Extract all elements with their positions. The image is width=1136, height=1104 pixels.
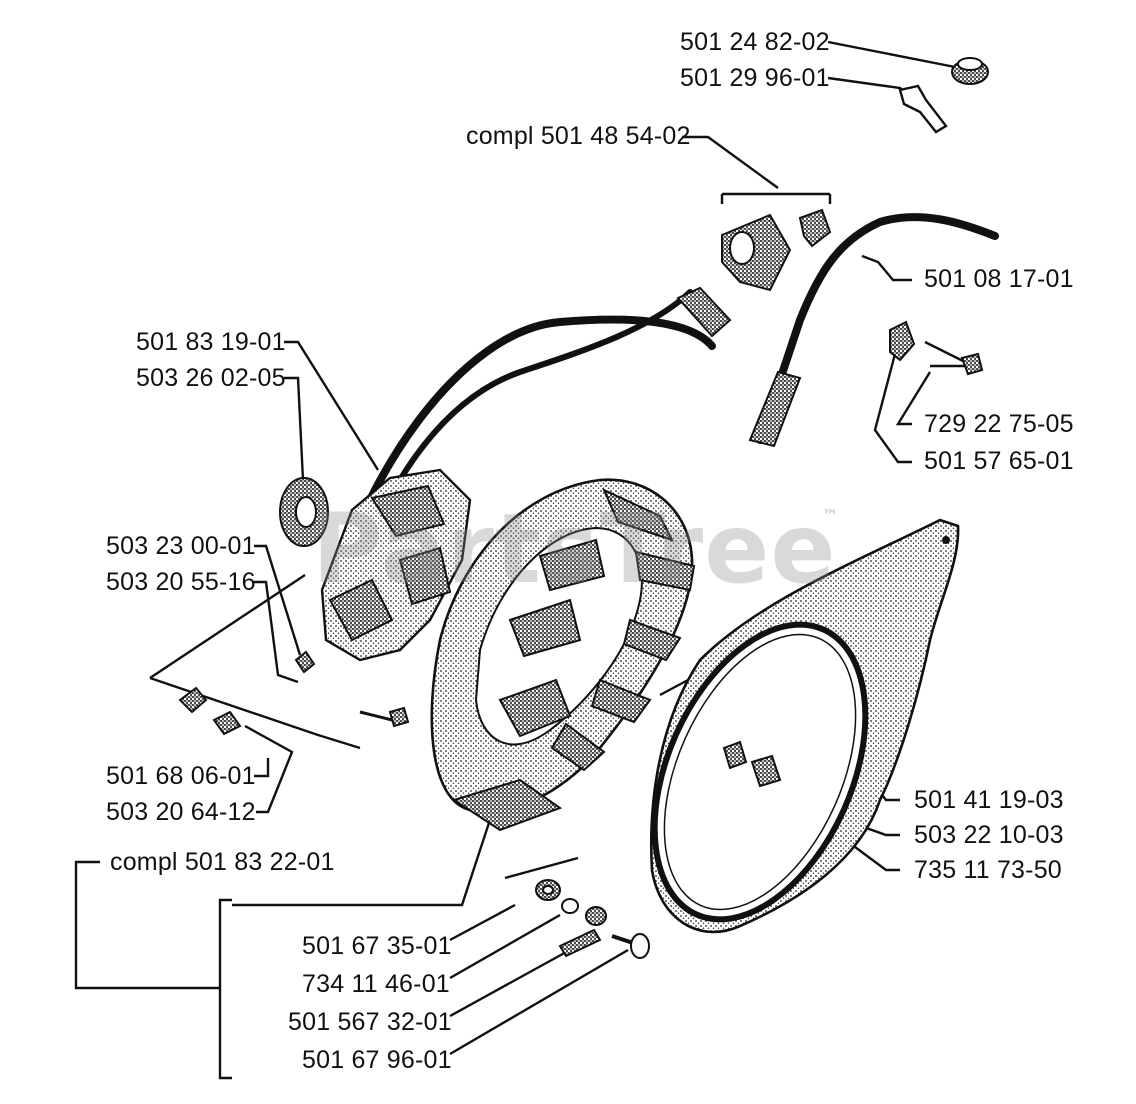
part-label: compl 501 83 22-01 (110, 848, 335, 876)
starter-cover-part (649, 518, 960, 934)
part-label: compl 501 48 54-02 (466, 122, 691, 150)
clamp-screw-part (889, 320, 984, 376)
part-label: 503 22 10-03 (914, 821, 1064, 849)
spark-plug-boot (748, 370, 802, 448)
part-label: 501 08 17-01 (924, 265, 1074, 293)
part-label: 501 67 35-01 (302, 932, 452, 960)
wire-terminal (676, 286, 732, 338)
watermark-trademark: ™ (822, 506, 838, 525)
part-label: 503 23 00-01 (106, 532, 256, 560)
part-label: 501 29 96-01 (680, 64, 830, 92)
watermark-logo: PartsTree (312, 493, 837, 605)
part-label: 501 68 06-01 (106, 762, 256, 790)
cable-clip-part (898, 84, 948, 134)
part-label: 734 11 46-01 (302, 970, 450, 998)
part-label: 501 567 32-01 (288, 1008, 452, 1036)
part-label: 501 67 96-01 (302, 1046, 452, 1074)
part-label: 501 24 82-02 (680, 28, 830, 56)
flywheel-part (430, 478, 696, 832)
washer-part (279, 477, 329, 547)
part-label: 501 57 65-01 (924, 447, 1074, 475)
part-label: 735 11 73-50 (914, 856, 1062, 884)
part-label: 503 20 64-12 (106, 798, 256, 826)
part-label: 501 41 19-03 (914, 786, 1064, 814)
bottom-fasteners (535, 879, 650, 959)
part-label: 729 22 75-05 (924, 410, 1074, 438)
part-label: 501 83 19-01 (136, 328, 286, 356)
nut-part (951, 57, 989, 85)
part-label: 503 20 55-16 (106, 568, 256, 596)
ignition-module-part (320, 468, 472, 662)
connector-set-part (721, 208, 832, 292)
small-bolts-left (178, 650, 410, 736)
part-label: 503 26 02-05 (136, 364, 286, 392)
